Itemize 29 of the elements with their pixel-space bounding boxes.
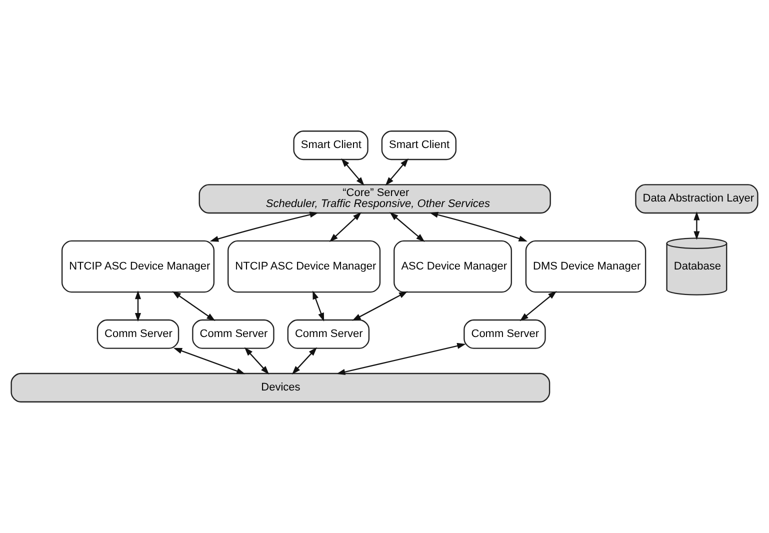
arrow (694, 212, 700, 240)
arrow (520, 290, 557, 322)
node-box: NTCIP ASC Device Manager (61, 240, 215, 293)
arrow (429, 212, 528, 242)
node-box: Comm Server (464, 319, 546, 349)
arrow (210, 212, 318, 242)
node-box: Comm Server (287, 319, 370, 349)
node-box: Devices (10, 372, 550, 402)
node-box: DMS Device Manager (525, 240, 646, 293)
arrow (329, 212, 362, 242)
arrow (173, 348, 246, 374)
node-box: “Core” Server Scheduler, Traffic Responsive, Other Services (198, 184, 551, 214)
node-box: Smart Client (381, 130, 456, 160)
arrow (390, 212, 425, 242)
arrow (385, 158, 409, 186)
arrow (172, 291, 216, 321)
arrow (352, 291, 408, 321)
node-box: Comm Server (96, 319, 180, 349)
arrow (134, 290, 142, 322)
node-box: NTCIP ASC Device Manager (228, 240, 381, 293)
arrow (244, 347, 270, 374)
arrow (312, 290, 324, 322)
arrow (292, 347, 318, 374)
arrow (336, 342, 466, 375)
node-box: Smart Client (293, 130, 368, 160)
node-box: Comm Server (192, 319, 274, 349)
node-box: ASC Device Manager (394, 240, 512, 293)
arrow (341, 158, 364, 186)
node-box: Data Abstraction Layer (635, 184, 758, 214)
